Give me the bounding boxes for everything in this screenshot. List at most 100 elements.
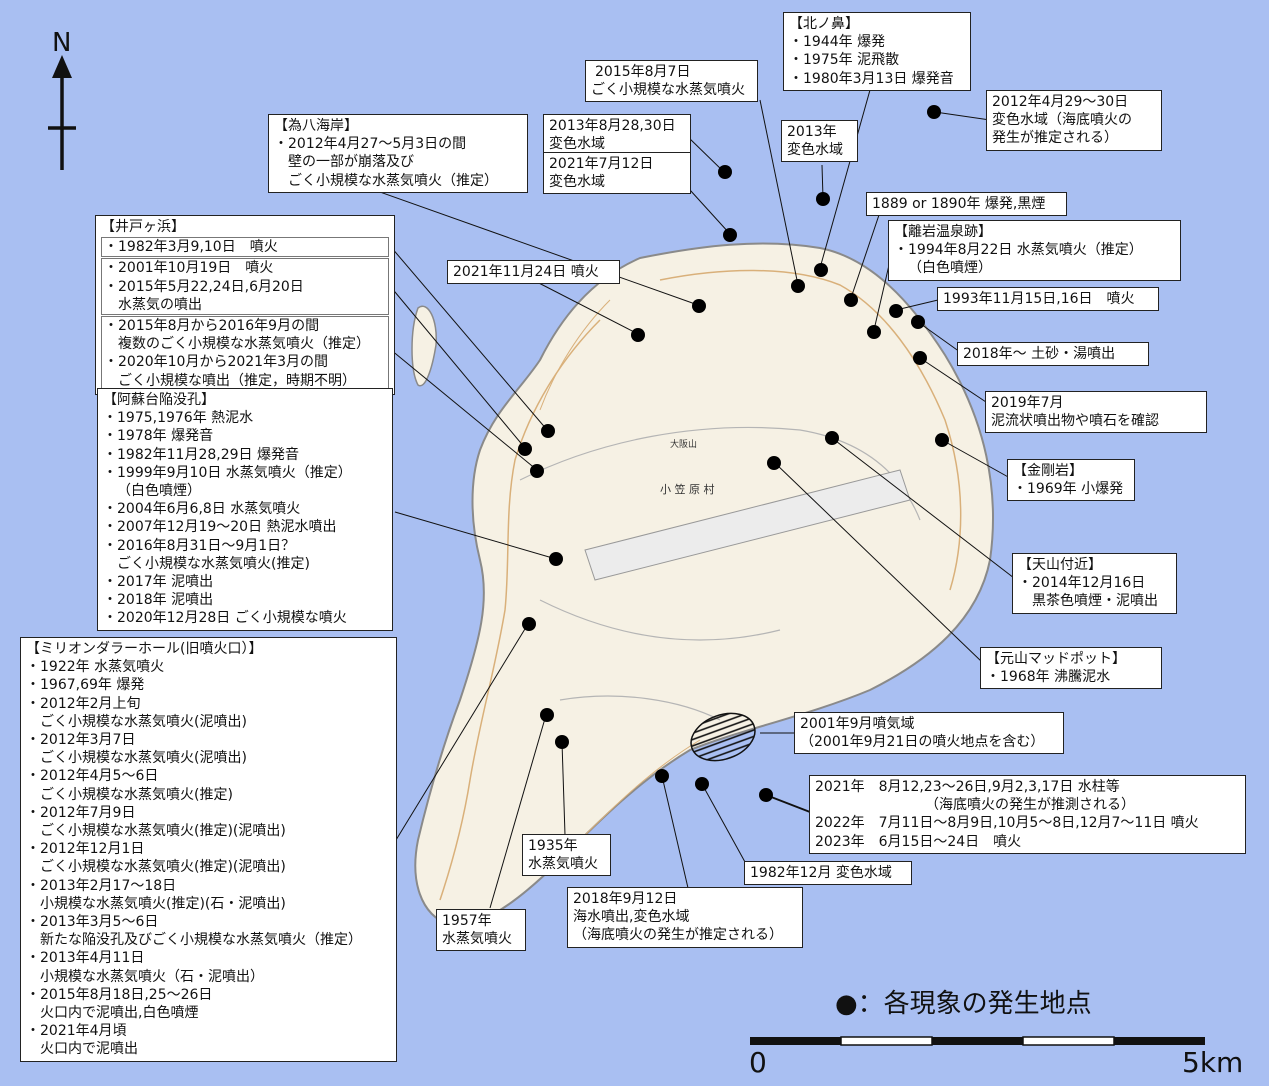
box-line: 変色水域 bbox=[549, 174, 605, 191]
box-line: 水蒸気噴火 bbox=[528, 856, 598, 873]
box-line: 1889 or 1890年 爆発,黒煙 bbox=[872, 196, 1046, 212]
box-line: 2019年7月 bbox=[991, 395, 1064, 411]
leader-line bbox=[395, 623, 529, 841]
event-marker bbox=[692, 299, 706, 313]
box-line: ・1982年3月9,10日 噴火 bbox=[104, 239, 278, 256]
box-line: ・2012年3月7日 bbox=[26, 732, 136, 749]
box-line: 水蒸気噴火 bbox=[442, 931, 512, 948]
annotation-tenzan: 【天山付近】 ・2014年12月16日 黒茶色噴煙・泥噴出 bbox=[1012, 553, 1177, 614]
leader-line bbox=[850, 211, 881, 299]
annotation-sep2001: 2001年9月噴気域 （2001年9月21日の噴火地点を含む） bbox=[794, 712, 1064, 755]
scale-bar-segment bbox=[1022, 1036, 1115, 1046]
box-line: 2013年8月28,30日 bbox=[549, 118, 676, 134]
north-label: N bbox=[52, 28, 72, 58]
north-arrow-head bbox=[52, 55, 72, 78]
box-line: 泥流状噴出物や噴石を確認 bbox=[991, 413, 1159, 430]
event-marker bbox=[911, 315, 925, 329]
annotation-nov2021: 2021年11月24日 噴火 bbox=[447, 260, 620, 285]
box-line: 2021年11月24日 噴火 bbox=[453, 264, 599, 280]
box-title: 【元山マッドポット】 bbox=[986, 651, 1126, 667]
annotation-dec1982: 1982年12月 変色水域 bbox=[744, 861, 912, 886]
leader-line bbox=[689, 189, 731, 235]
airstrip bbox=[584, 469, 911, 581]
event-marker bbox=[927, 105, 941, 119]
box-line: ・2007年12月19～20日 熱泥水噴出 bbox=[103, 519, 337, 536]
event-marker bbox=[655, 769, 669, 783]
annotation-kongoiwa: 【金剛岩】 ・1969年 小爆発 bbox=[1007, 459, 1135, 502]
box-line: ・1967,69年 爆発 bbox=[26, 677, 145, 694]
box-title: 【ミリオンダラーホール(旧噴火口）】 bbox=[26, 641, 263, 657]
annotation-asodai: 【阿蘇台陥没孔】 ・1975,1976年 熱泥水 ・1978年 爆発音 ・198… bbox=[97, 388, 393, 631]
box-line: 壁の一部が崩落及び bbox=[288, 154, 414, 171]
leader-line bbox=[384, 279, 526, 449]
box-line: 1957年 bbox=[442, 913, 492, 929]
box-line: ・2018年 泥噴出 bbox=[103, 592, 214, 609]
event-marker bbox=[844, 293, 858, 307]
event-marker bbox=[767, 456, 781, 470]
annotation-million-dollar-hole: 【ミリオンダラーホール(旧噴火口）】 ・1922年 水蒸気噴火 ・1967,69… bbox=[20, 637, 397, 1062]
box-title: 【北ノ鼻】 bbox=[789, 16, 859, 32]
annotation-riganonsen: 【離岩温泉跡】 ・1994年8月22日 水蒸気噴火（推定） （白色噴煙） bbox=[888, 220, 1181, 281]
event-group: ・1982年3月9,10日 噴火 bbox=[101, 237, 389, 258]
box-line: ・2015年8月18日,25～26日 bbox=[26, 986, 213, 1003]
box-line: 1993年11月15日,16日 噴火 bbox=[943, 291, 1135, 307]
box-line: ごく小規模な噴出（推定，時期不明） bbox=[118, 372, 356, 389]
box-line: ・1922年 水蒸気噴火 bbox=[26, 659, 165, 676]
leader-line bbox=[941, 439, 1011, 479]
leader-line bbox=[819, 89, 871, 269]
box-line: ・2012年4月5～6日 bbox=[26, 768, 159, 785]
box-line: ・1982年11月28,29日 爆発音 bbox=[103, 446, 299, 463]
annotation-apr2012-sea: 2012年4月29～30日 変色水域（海底噴火の 発生が推定される） bbox=[986, 90, 1162, 151]
box-line: ・1968年 沸騰泥水 bbox=[986, 669, 1111, 686]
contour-line bbox=[659, 269, 962, 591]
event-marker bbox=[555, 735, 569, 749]
box-line: ・1975年 泥飛散 bbox=[789, 52, 900, 69]
box-line: ごく小規模な水蒸気噴火（推定） bbox=[288, 172, 498, 189]
box-line: ・2020年10月から2021年3月の間 bbox=[104, 354, 328, 371]
box-line: 2022年 7月11日～8月9日,10月5～8日,12月7～11日 噴火 bbox=[815, 815, 1199, 832]
box-line: ・1969年 小爆発 bbox=[1013, 481, 1124, 498]
box-line: （海底噴火の発生が推測される） bbox=[925, 797, 1135, 814]
event-marker bbox=[695, 777, 709, 791]
box-line: ・2012年7月9日 bbox=[26, 804, 136, 821]
box-line: 2018年～ 土砂・湯噴出 bbox=[963, 346, 1116, 362]
box-line: 黒茶色噴煙・泥噴出 bbox=[1032, 593, 1158, 610]
west-islet bbox=[411, 305, 437, 387]
scale-bar-segment bbox=[932, 1037, 1023, 1045]
box-title: 【井戸ヶ浜】 bbox=[101, 219, 185, 235]
leader-line bbox=[774, 462, 983, 663]
box-title: 【離岩温泉跡】 bbox=[894, 224, 992, 240]
leader-line bbox=[384, 239, 549, 432]
annotation-y2021-sea: 2021年 8月12,23～26日,9月2,3,17日 水柱等 （海底噴火の発生… bbox=[809, 775, 1246, 854]
annotation-idogahama: 【井戸ヶ浜】 ・1982年3月9,10日 噴火 ・2001年10月19日 噴火 … bbox=[95, 215, 395, 395]
box-line: （2001年9月21日の噴火地点を含む） bbox=[800, 734, 1045, 751]
box-line: ・2004年6月6,8日 水蒸気噴火 bbox=[103, 501, 301, 518]
annotation-sep2018: 2018年9月12日 海水噴出,変色水域 （海底噴火の発生が推定される） bbox=[567, 887, 803, 948]
box-line: 2021年7月12日 bbox=[549, 156, 654, 172]
box-line: ・2015年5月22,24日,6月20日 bbox=[104, 278, 304, 295]
box-line: ・1994年8月22日 水蒸気噴火（推定） bbox=[894, 242, 1143, 259]
leader-line bbox=[561, 741, 566, 836]
box-line: 変色水域（海底噴火の bbox=[992, 112, 1132, 129]
leader-line bbox=[701, 783, 746, 863]
box-line: ・1978年 爆発音 bbox=[103, 428, 214, 445]
leader-line bbox=[687, 136, 725, 173]
box-line: ごく小規模な水蒸気噴火 bbox=[591, 82, 745, 99]
leader-line bbox=[934, 111, 991, 121]
event-marker bbox=[530, 464, 544, 478]
box-line: 2018年9月12日 bbox=[573, 891, 678, 907]
box-line: （海底噴火の発生が推定される） bbox=[573, 927, 783, 944]
box-line: ・1944年 爆発 bbox=[789, 34, 886, 51]
box-line: 変色水域 bbox=[787, 142, 843, 159]
box-line: ・2021年4月頃 bbox=[26, 1023, 127, 1040]
fumarole-area-2001 bbox=[690, 712, 756, 762]
event-marker bbox=[814, 263, 828, 277]
event-marker bbox=[759, 788, 773, 802]
box-line: ・2015年8月から2016年9月の間 bbox=[104, 318, 320, 335]
event-marker bbox=[541, 424, 555, 438]
box-line: 小規模な水蒸気噴火(推定)(石・泥噴出) bbox=[40, 895, 286, 912]
leader-line bbox=[661, 775, 689, 889]
scale-bar-segment bbox=[1114, 1037, 1205, 1045]
event-marker bbox=[867, 325, 881, 339]
